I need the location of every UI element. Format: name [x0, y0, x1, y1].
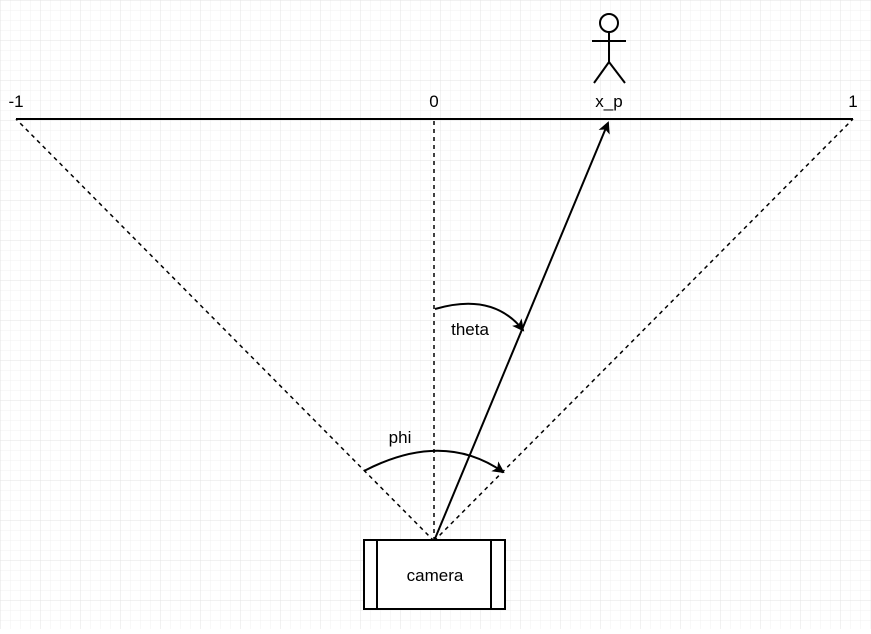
- theta-arc-arrow: [434, 302, 525, 332]
- stick-figure-icon: [592, 13, 626, 84]
- axis-label-person: x_p: [595, 92, 622, 111]
- theta-label: theta: [451, 320, 489, 339]
- axis-label-right: 1: [848, 92, 857, 111]
- camera-box: [363, 539, 506, 610]
- axis-label-left: -1: [8, 92, 23, 111]
- phi-arc-arrow: [363, 449, 505, 474]
- phi-label: phi: [389, 428, 412, 447]
- ray-to-person-arrow: [433, 121, 610, 542]
- axis-label-center: 0: [429, 92, 438, 111]
- camera-label: camera: [407, 566, 464, 585]
